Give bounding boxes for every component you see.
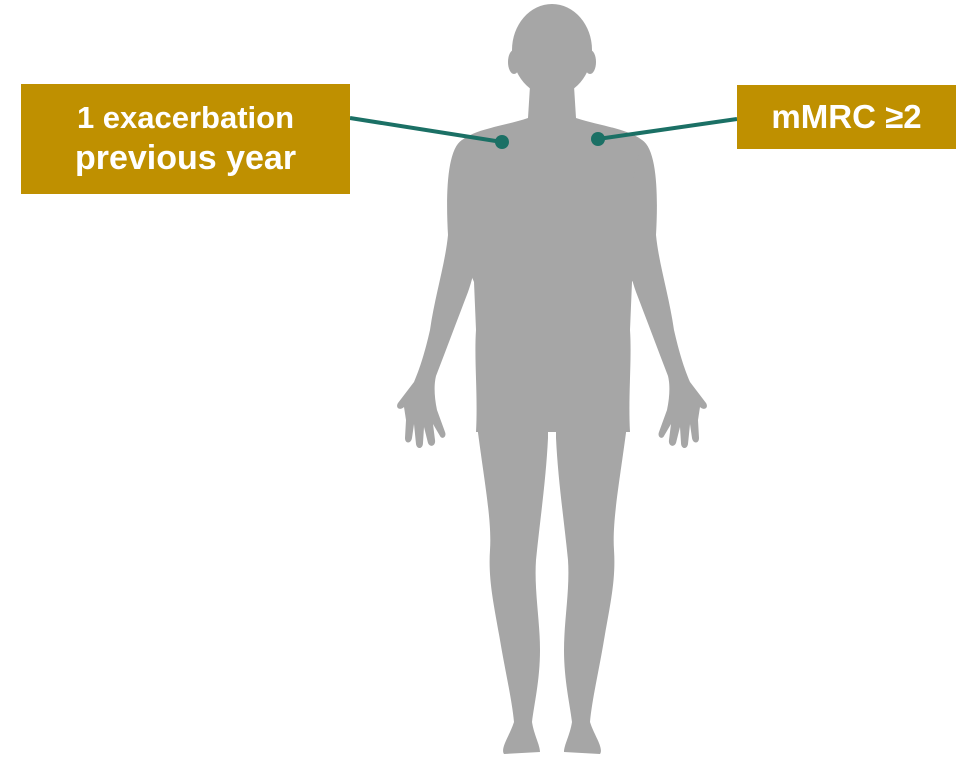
leader-line-right: [598, 119, 737, 139]
silhouette-ear-right: [584, 50, 596, 74]
silhouette-ear-left: [508, 50, 520, 74]
callout-exacerbation: 1 exacerbation previous year: [21, 84, 350, 194]
silhouette-arm-left: [397, 140, 478, 448]
silhouette-head: [512, 4, 592, 96]
silhouette-leg-right: [556, 425, 627, 754]
callout-mmrc-text: mMRC ≥2: [771, 98, 921, 136]
leader-dot-right: [591, 132, 605, 146]
callout-mmrc: mMRC ≥2: [737, 85, 956, 149]
leader-dot-left: [495, 135, 509, 149]
callout-exacerbation-line1: 1 exacerbation: [77, 99, 294, 137]
callout-exacerbation-line2: previous year: [75, 137, 296, 179]
leader-line-left: [350, 118, 502, 142]
silhouette-leg-left: [477, 425, 548, 754]
silhouette-arm-right: [625, 140, 706, 448]
human-silhouette: [397, 4, 707, 754]
